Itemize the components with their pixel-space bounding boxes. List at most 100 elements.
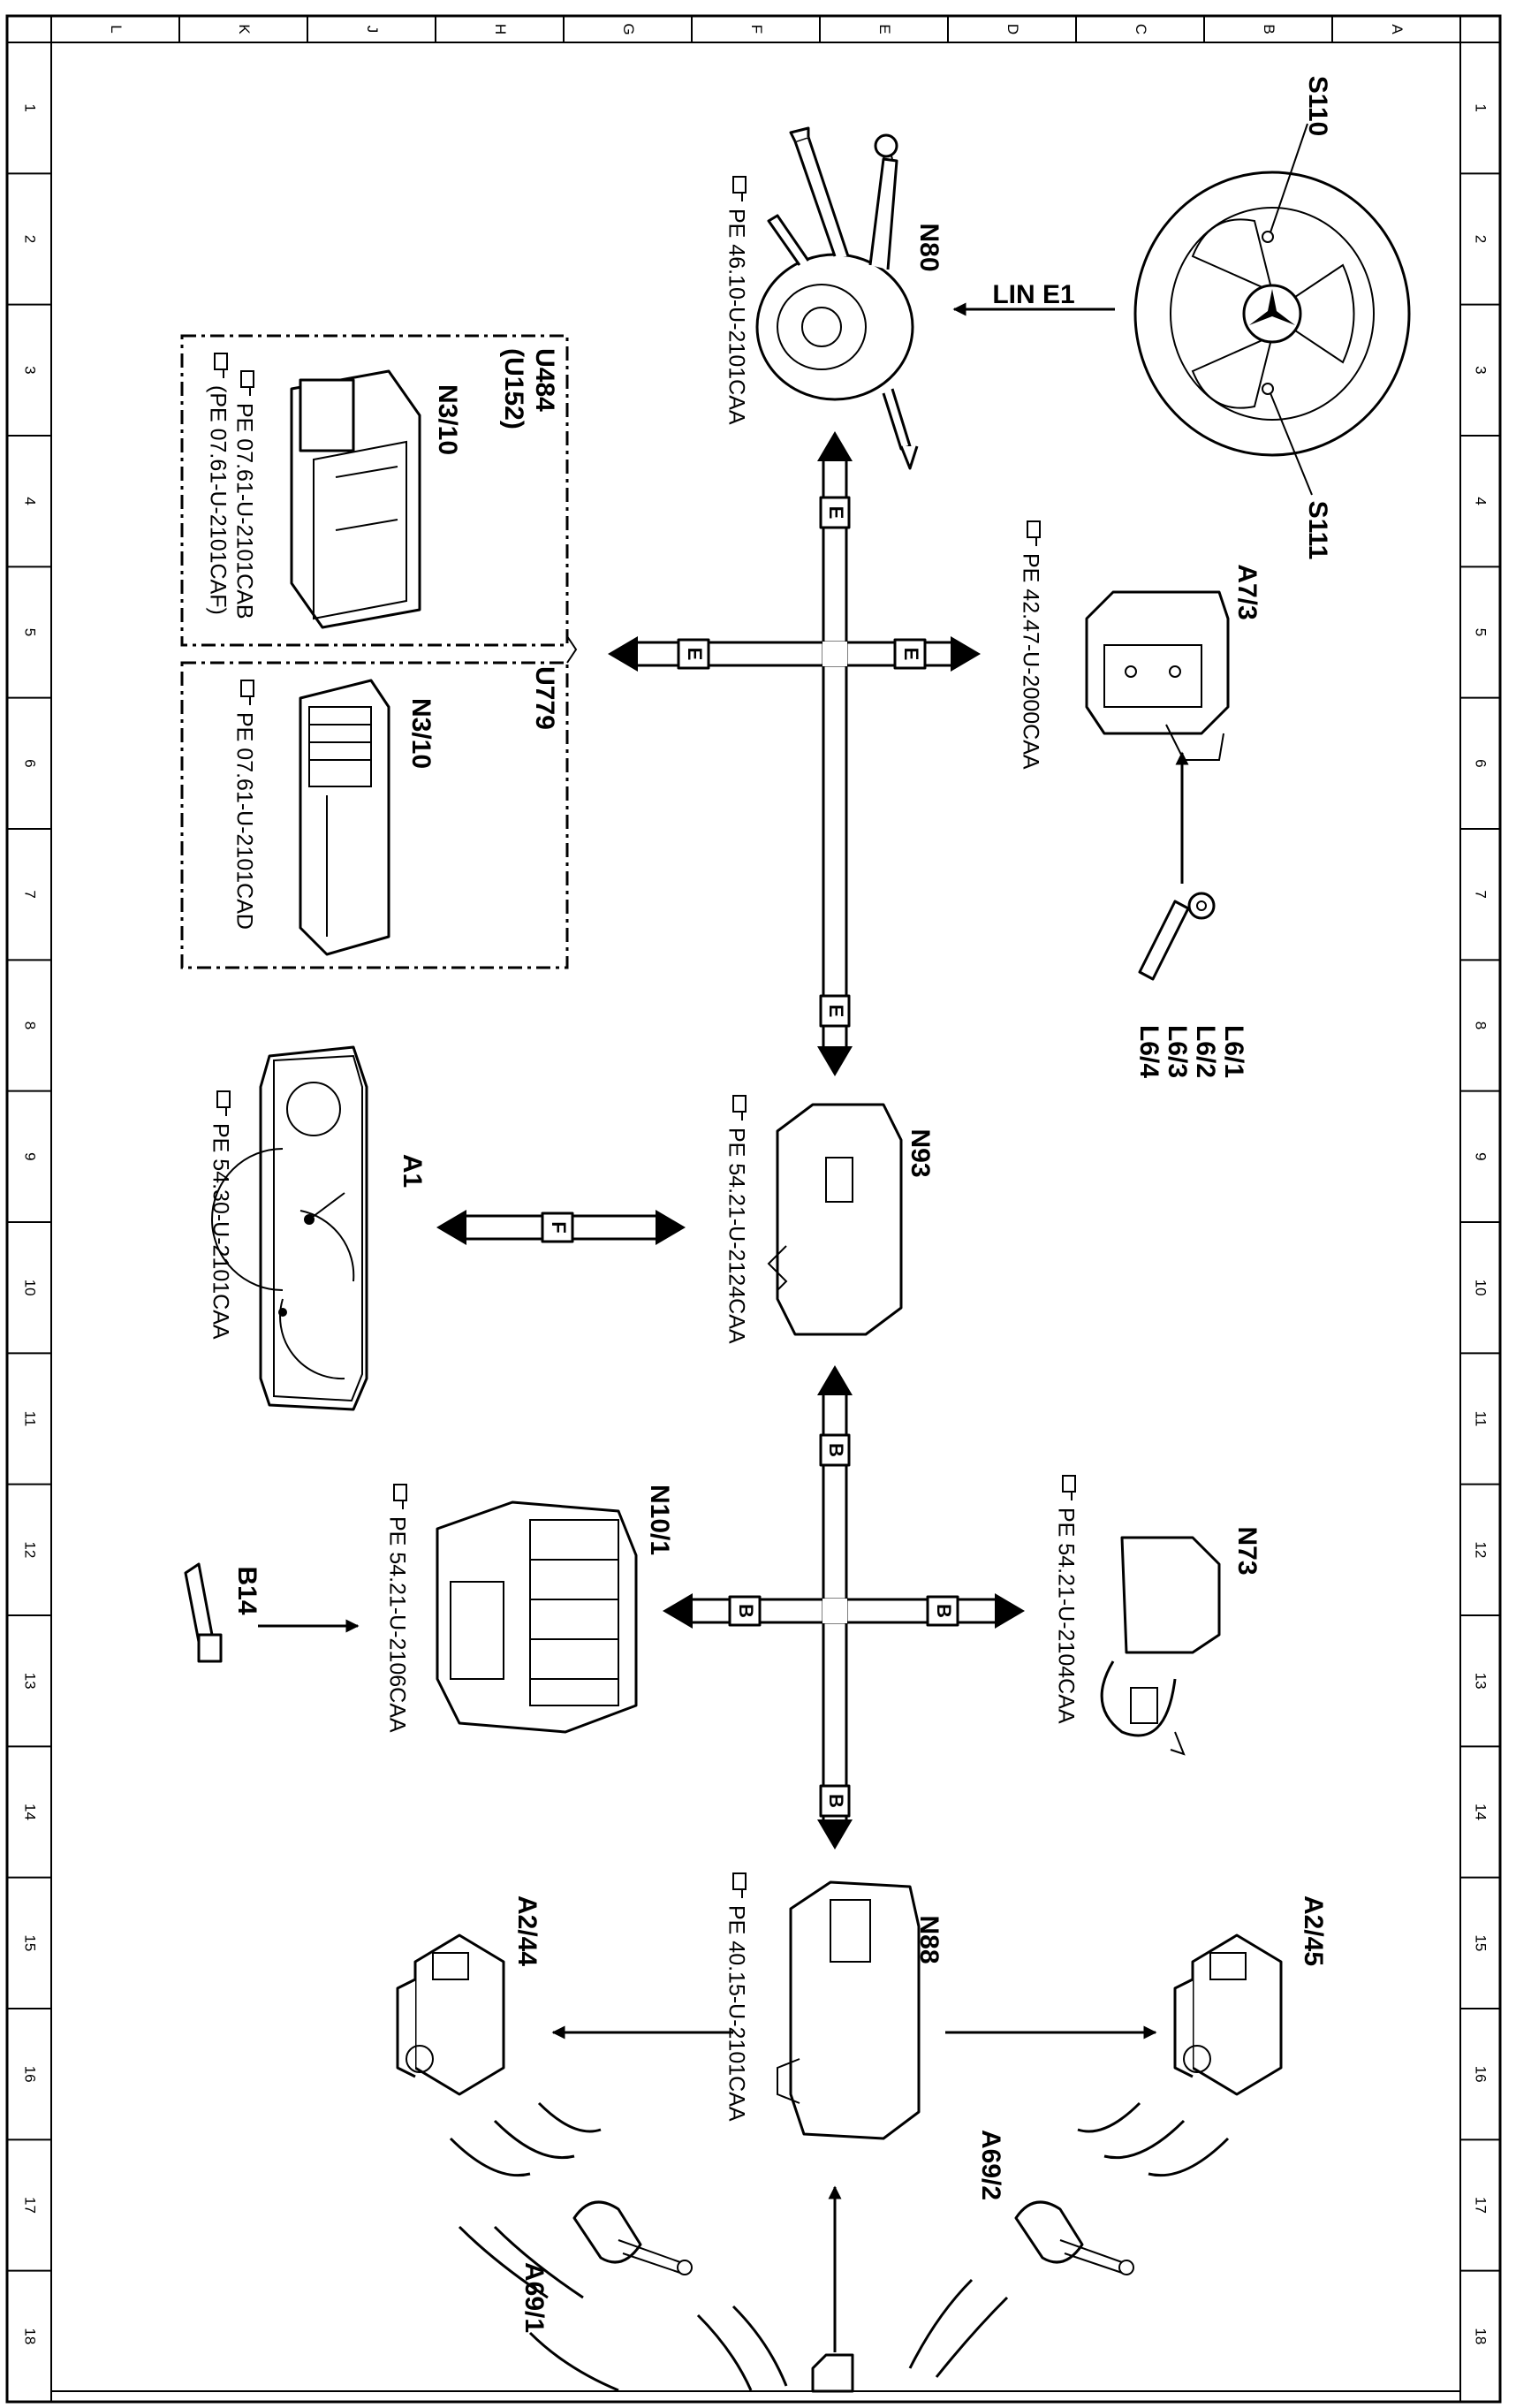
label-n10-1: N10/1 [645, 1485, 674, 1555]
bus-label-e-left: E [677, 638, 710, 670]
column-letter: E [876, 24, 893, 34]
svg-text:E: E [684, 648, 706, 661]
svg-text:E: E [900, 648, 922, 661]
ref-a1: PE 54.30-U-2101CAA [208, 1090, 232, 1340]
column-letter: J [364, 26, 381, 34]
ignition-switch-n73 [1100, 1536, 1221, 1756]
label-n73: N73 [1232, 1526, 1262, 1575]
column-letter: F [748, 25, 765, 34]
label-s111: S111 [1303, 501, 1332, 560]
label-n80: N80 [914, 223, 944, 271]
row-number: 3 [22, 366, 39, 374]
svg-text:PE 07.61-U-2101CAD: PE 07.61-U-2101CAD [231, 712, 256, 930]
bus-label-b-top: B [819, 1433, 851, 1467]
ignition-lock-module [1085, 590, 1230, 761]
bus-label-b-left: B [728, 1595, 762, 1627]
column-letter: K [236, 24, 253, 34]
row-number: 10 [22, 1280, 39, 1296]
ref-n80: PE 46.10-U-2101CAA [724, 176, 748, 425]
label-a69-1: A69/1 [519, 2262, 549, 2333]
column-letter: D [1004, 24, 1021, 34]
row-number: 3 [1473, 366, 1489, 374]
ref-n73: PE 54.21-U-2104CAA [1053, 1475, 1078, 1724]
row-number: 7 [1473, 890, 1489, 898]
svg-text:PE 54.21-U-2124CAA: PE 54.21-U-2124CAA [724, 1128, 748, 1344]
svg-text:E: E [825, 1005, 847, 1018]
row-number: 11 [1473, 1411, 1489, 1427]
label-lin-e1: LIN E1 [992, 280, 1074, 309]
row-number: 7 [22, 890, 39, 898]
row-number: 14 [1473, 1804, 1489, 1820]
row-number: 18 [22, 2328, 39, 2344]
radio-wave-arcs [449, 2101, 1230, 2392]
hand-pointer-icon [732, 1095, 747, 1120]
svg-text:B: B [933, 1604, 955, 1618]
ref-n88: PE 40.15-U-2101CAA [724, 1872, 748, 2122]
row-number: 5 [22, 628, 39, 636]
column-letter: H [492, 24, 509, 34]
label-u152: (U152) [499, 348, 528, 429]
label-a69-2: A69/2 [976, 2130, 1005, 2200]
signal-acquisition-module-n10-1 [436, 1500, 638, 1734]
row-number: 8 [22, 1022, 39, 1029]
column-letter: A [1389, 24, 1406, 34]
temperature-sensor-b14 [184, 1562, 223, 1663]
row-number: 16 [22, 2066, 39, 2083]
svg-text:PE 42.47-U-2000CAA: PE 42.47-U-2000CAA [1018, 553, 1042, 770]
label-b14: B14 [232, 1566, 262, 1614]
bus-label-f: F [541, 1212, 574, 1243]
label-s110: S110 [1303, 76, 1332, 136]
bus-label-b-right: B [926, 1595, 959, 1627]
instrument-cluster-a1 [211, 1045, 368, 1411]
svg-text:B: B [735, 1604, 757, 1618]
hand-pointer-icon [732, 176, 747, 201]
signal-arrows [258, 302, 1189, 2352]
row-number: 1 [1473, 103, 1489, 111]
svg-text:PE 54.21-U-2106CAA: PE 54.21-U-2106CAA [384, 1516, 409, 1733]
svg-text:PE 54.21-U-2104CAA: PE 54.21-U-2104CAA [1053, 1508, 1078, 1724]
row-number: 9 [22, 1152, 39, 1160]
bus-label-b-bottom: B [819, 1784, 851, 1818]
row-number: 16 [1473, 2066, 1489, 2083]
row-number: 12 [1473, 1541, 1489, 1558]
row-number: 17 [22, 2197, 39, 2214]
steering-wheel [1133, 123, 1411, 496]
ref-n10-1: PE 54.21-U-2106CAA [384, 1484, 409, 1733]
bus-label-e-bottom: E [819, 994, 851, 1028]
row-number: 4 [22, 497, 39, 505]
ref-n3-10-u484: PE 07.61-U-2101CAB [231, 370, 256, 619]
label-a7-3: A7/3 [1232, 564, 1262, 619]
row-number: 9 [1473, 1152, 1489, 1160]
antenna-a2-45 [1173, 1933, 1283, 2096]
hand-pointer-icon [214, 353, 228, 378]
variant-box-u484 [180, 334, 578, 664]
label-n3-10-u779: N3/10 [406, 698, 436, 769]
row-number: 17 [1473, 2197, 1489, 2214]
column-letter: C [1133, 24, 1149, 34]
row-number: 2 [22, 235, 39, 243]
row-number: 4 [1473, 497, 1489, 505]
hand-pointer-icon [393, 1484, 407, 1509]
central-gateway-n93 [767, 1103, 903, 1336]
row-number: 15 [1473, 1934, 1489, 1951]
row-number: 1 [22, 103, 39, 111]
column-letter: B [1261, 24, 1277, 34]
row-number: 8 [1473, 1022, 1489, 1029]
label-a2-45: A2/45 [1299, 1895, 1328, 1966]
ref-n3-10-u779: PE 07.61-U-2101CAD [231, 680, 256, 930]
hand-pointer-icon [240, 370, 254, 396]
bus-label-e-right: E [893, 638, 927, 670]
svg-text:E: E [825, 506, 847, 520]
hand-pointer-icon [732, 1872, 747, 1898]
ref-n93: PE 54.21-U-2124CAA [724, 1095, 748, 1344]
row-number: 18 [1473, 2328, 1489, 2344]
svg-text:PE 46.10-U-2101CAA: PE 46.10-U-2101CAA [724, 209, 748, 425]
label-a2-44: A2/44 [512, 1895, 542, 1966]
label-l6-3: L6/3 [1163, 1025, 1192, 1078]
svg-text:(PE 07.61-U-2101CAF): (PE 07.61-U-2101CAF) [205, 385, 230, 615]
label-l6-1: L6/1 [1219, 1025, 1248, 1078]
tire-pressure-control-unit-n88 [777, 1880, 921, 2140]
svg-text:F: F [548, 1221, 570, 1233]
